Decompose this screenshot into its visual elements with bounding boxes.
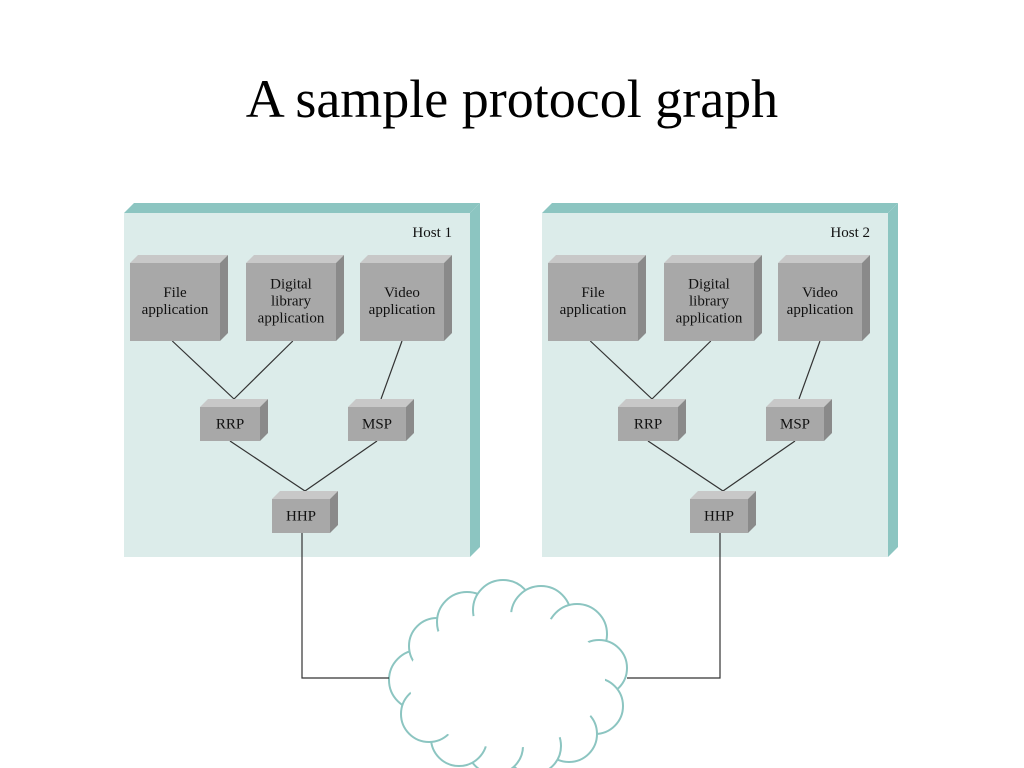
- host-1-rrp-box-front-face: [200, 407, 260, 441]
- host-2-rrp-box-label: RRP: [634, 416, 662, 432]
- host-2-label: Host 2: [830, 225, 870, 241]
- host-2-msp-box: MSP: [766, 399, 832, 441]
- host-1-video-application-box-top-face: [360, 255, 452, 263]
- host-1-panel: Host 1FileapplicationDigitallibraryappli…: [124, 203, 480, 557]
- host-1-hhp-box-label: HHP: [286, 508, 316, 524]
- host-1-file-application-box-label-line: File: [163, 285, 187, 301]
- edge-file-application-to-rrp: [589, 340, 653, 400]
- host-1-rrp-box-label: RRP: [216, 416, 244, 432]
- host-2-hhp-box-label: HHP: [704, 508, 734, 524]
- host-2-file-application-box-side-face: [638, 255, 646, 341]
- host-2-digital-library-application-box-top-face: [664, 255, 762, 263]
- host-2-file-application-box-label-line: application: [560, 302, 627, 318]
- edge-video-application-to-msp: [798, 340, 821, 400]
- host-2-hhp-box-side-face: [748, 491, 756, 533]
- host-1-file-application-box-top-face: [130, 255, 228, 263]
- network-wires: [301, 533, 721, 679]
- host-2-network-wire: [627, 533, 721, 679]
- host-2-file-application-box-top-face: [548, 255, 646, 263]
- host-2-digital-library-application-box-label-line: application: [676, 310, 743, 326]
- host-2-digital-library-application-box-label-line: Digital: [688, 276, 730, 292]
- host-2-rrp-box: RRP: [618, 399, 686, 441]
- edge-msp-to-hhp: [722, 440, 796, 492]
- host-1-rrp-box-side-face: [260, 399, 268, 441]
- host-2-hhp-box-top-face: [690, 491, 756, 499]
- host-2-msp-box-front-face: [766, 407, 824, 441]
- host-2-rrp-box-front-face: [618, 407, 678, 441]
- host-2-video-application-box-front-face: [778, 263, 862, 341]
- host-2-edges: [589, 340, 821, 492]
- host-1-rrp-box: RRP: [200, 399, 268, 441]
- host-2-hhp-box-front-face: [690, 499, 748, 533]
- host-2-panel-top-edge: [542, 203, 898, 213]
- host-1-rrp-box-top-face: [200, 399, 268, 407]
- host-1-video-application-box-side-face: [444, 255, 452, 341]
- host-2-digital-library-application-box-front-face: [664, 263, 754, 341]
- edge-video-application-to-msp: [380, 340, 403, 400]
- cloud-body: [409, 612, 605, 748]
- host-2-msp-box-label: MSP: [780, 416, 810, 432]
- host-1-file-application-box-label-line: application: [142, 302, 209, 318]
- host-2-digital-library-application-box-side-face: [754, 255, 762, 341]
- host-1-msp-box-top-face: [348, 399, 414, 407]
- host-1-video-application-box-front-face: [360, 263, 444, 341]
- host-1-digital-library-application-box-label-line: Digital: [270, 276, 312, 292]
- host-2-video-application-box-top-face: [778, 255, 870, 263]
- network-cloud: [388, 579, 628, 768]
- host-1-digital-library-application-box-front-face: [246, 263, 336, 341]
- host-2-digital-library-application-box-label-line: library: [689, 293, 729, 309]
- host-1-hhp-box-top-face: [272, 491, 338, 499]
- edge-digital-library-application-to-rrp: [651, 340, 712, 400]
- host-1-panel-top-edge: [124, 203, 480, 213]
- edge-msp-to-hhp: [304, 440, 378, 492]
- host-1-msp-box-label: MSP: [362, 416, 392, 432]
- edge-rrp-to-hhp: [647, 440, 724, 492]
- host-1-hhp-box: HHP: [272, 491, 338, 533]
- host-2-video-application-box-side-face: [862, 255, 870, 341]
- host-1-digital-library-application-box-label-line: library: [271, 293, 311, 309]
- edge-digital-library-application-to-rrp: [233, 340, 294, 400]
- host-1-file-application-box-front-face: [130, 263, 220, 341]
- host-1-edges: [171, 340, 403, 492]
- host-2-file-application-box-front-face: [548, 263, 638, 341]
- host-2-video-application-box-label-line: Video: [802, 285, 838, 301]
- host-1-label: Host 1: [412, 225, 452, 241]
- host-1-digital-library-application-box-side-face: [336, 255, 344, 341]
- host-1-video-application-box-label-line: application: [369, 302, 436, 318]
- host-2-msp-box-side-face: [824, 399, 832, 441]
- host-2-panel: Host 2FileapplicationDigitallibraryappli…: [542, 203, 898, 557]
- host-1-video-application-box-label-line: Video: [384, 285, 420, 301]
- host-1-hhp-box-side-face: [330, 491, 338, 533]
- host-1-file-application-box-side-face: [220, 255, 228, 341]
- host-2-file-application-box-label-line: File: [581, 285, 605, 301]
- page-title: A sample protocol graph: [245, 69, 779, 129]
- host-1-hhp-box-front-face: [272, 499, 330, 533]
- host-1-network-wire: [301, 533, 389, 679]
- host-2-panel-side-edge: [888, 203, 898, 557]
- host-1-msp-box-side-face: [406, 399, 414, 441]
- host-1-msp-box-front-face: [348, 407, 406, 441]
- host-1-panel-side-edge: [470, 203, 480, 557]
- host-2-msp-box-top-face: [766, 399, 832, 407]
- host-2-video-application-box-label-line: application: [787, 302, 854, 318]
- host-2-hhp-box: HHP: [690, 491, 756, 533]
- host-1-digital-library-application-box-top-face: [246, 255, 344, 263]
- edge-rrp-to-hhp: [229, 440, 306, 492]
- host-2-rrp-box-side-face: [678, 399, 686, 441]
- host-2-rrp-box-top-face: [618, 399, 686, 407]
- host-1-digital-library-application-box-label-line: application: [258, 310, 325, 326]
- edge-file-application-to-rrp: [171, 340, 235, 400]
- host-1-msp-box: MSP: [348, 399, 414, 441]
